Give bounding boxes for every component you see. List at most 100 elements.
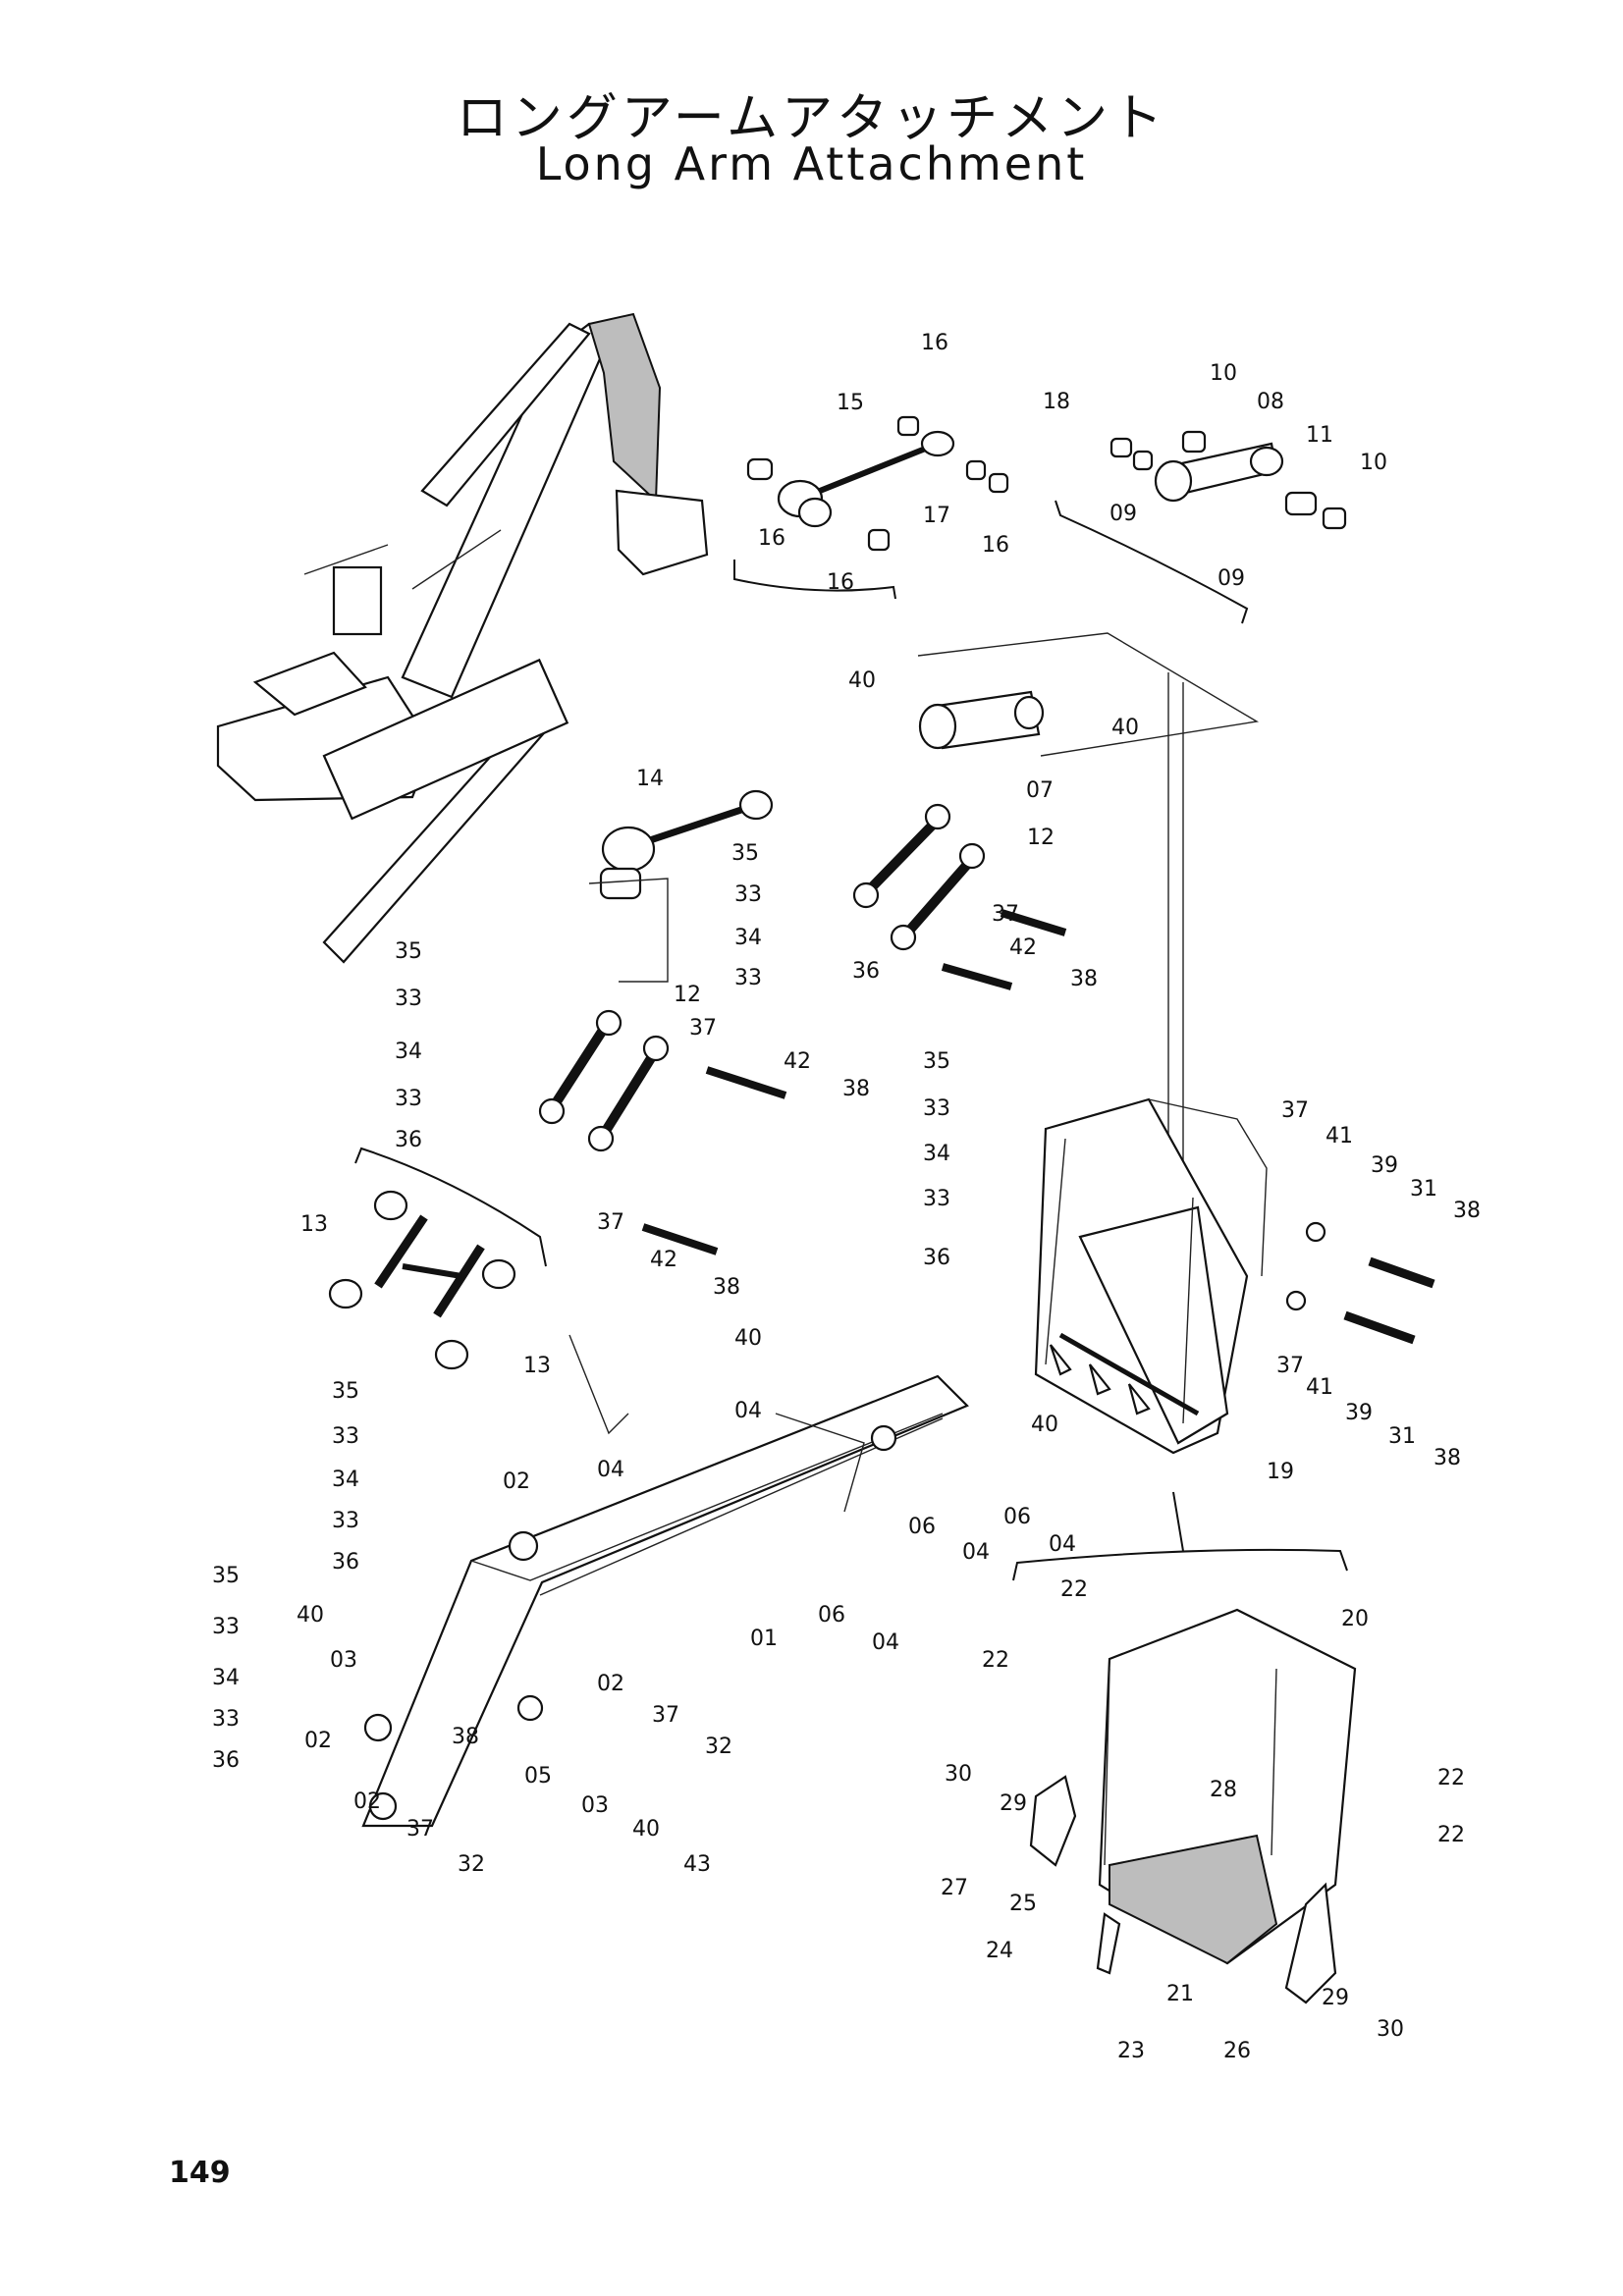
part-label-40: 40 xyxy=(1111,716,1139,740)
part-label-33: 33 xyxy=(395,1087,422,1111)
part-label-02: 02 xyxy=(597,1672,624,1696)
part-label-02: 02 xyxy=(304,1729,332,1753)
part-label-03: 03 xyxy=(330,1648,357,1673)
part-label-33: 33 xyxy=(734,882,762,907)
part-label-08: 08 xyxy=(1257,390,1284,414)
part-label-15: 15 xyxy=(837,391,864,415)
rod-14 xyxy=(599,789,774,900)
part-label-33: 33 xyxy=(212,1707,240,1732)
part-label-05: 05 xyxy=(524,1764,552,1789)
part-label-35: 35 xyxy=(395,939,422,964)
page-number: 149 xyxy=(169,2156,231,2190)
link-12-lower xyxy=(538,878,787,1255)
part-label-37: 37 xyxy=(1276,1354,1304,1378)
part-label-24: 24 xyxy=(986,1939,1013,1963)
part-label-35: 35 xyxy=(332,1379,359,1404)
part-label-31: 31 xyxy=(1410,1177,1437,1201)
part-label-33: 33 xyxy=(332,1424,359,1449)
part-label-36: 36 xyxy=(923,1246,950,1270)
bracket-08 xyxy=(1055,430,1347,624)
part-label-34: 34 xyxy=(734,926,762,950)
part-label-04: 04 xyxy=(962,1540,990,1565)
part-label-06: 06 xyxy=(908,1515,936,1539)
part-label-34: 34 xyxy=(332,1468,359,1492)
part-label-36: 36 xyxy=(212,1748,240,1773)
part-label-34: 34 xyxy=(395,1040,422,1064)
part-label-40: 40 xyxy=(632,1817,660,1842)
part-label-38: 38 xyxy=(1453,1199,1481,1223)
part-label-33: 33 xyxy=(332,1509,359,1533)
part-label-16: 16 xyxy=(827,570,854,595)
part-label-40: 40 xyxy=(297,1603,324,1628)
part-label-41: 41 xyxy=(1325,1124,1353,1148)
title-japanese: ロングアームアタッチメント xyxy=(456,89,1167,148)
part-label-04: 04 xyxy=(597,1458,624,1482)
part-label-33: 33 xyxy=(734,966,762,990)
bucket-19 xyxy=(1034,1097,1268,1455)
excavator-illustration xyxy=(216,312,709,964)
link-set-13 xyxy=(328,1147,547,1370)
part-label-41: 41 xyxy=(1306,1375,1333,1400)
part-label-12: 12 xyxy=(1027,826,1055,850)
part-label-34: 34 xyxy=(923,1142,950,1166)
part-label-36: 36 xyxy=(852,959,880,984)
part-label-40: 40 xyxy=(734,1326,762,1351)
part-label-42: 42 xyxy=(1009,935,1037,960)
part-label-42: 42 xyxy=(650,1248,677,1272)
part-label-04: 04 xyxy=(872,1630,899,1655)
part-label-31: 31 xyxy=(1388,1424,1416,1449)
part-label-30: 30 xyxy=(1377,2017,1404,2042)
part-label-02: 02 xyxy=(353,1789,381,1814)
part-label-10: 10 xyxy=(1210,361,1237,386)
part-label-03: 03 xyxy=(581,1793,609,1818)
part-label-02: 02 xyxy=(503,1469,530,1494)
part-label-35: 35 xyxy=(212,1564,240,1588)
part-label-40: 40 xyxy=(848,668,876,693)
part-label-34: 34 xyxy=(212,1666,240,1690)
part-label-13: 13 xyxy=(300,1212,328,1237)
part-label-35: 35 xyxy=(923,1049,950,1074)
pins-31 xyxy=(1285,1221,1435,1345)
part-label-20: 20 xyxy=(1341,1607,1369,1631)
part-label-09: 09 xyxy=(1217,566,1245,591)
side-cutters xyxy=(1029,1775,1337,2004)
part-label-33: 33 xyxy=(395,987,422,1011)
bracket-07 xyxy=(917,632,1260,1227)
part-label-19: 19 xyxy=(1267,1460,1294,1484)
part-label-06: 06 xyxy=(818,1603,845,1628)
part-label-22: 22 xyxy=(1437,1823,1465,1847)
part-label-38: 38 xyxy=(452,1725,479,1749)
part-label-36: 36 xyxy=(395,1128,422,1152)
part-label-33: 33 xyxy=(923,1187,950,1211)
part-label-18: 18 xyxy=(1043,390,1070,414)
part-label-33: 33 xyxy=(212,1615,240,1639)
link-12-upper xyxy=(852,803,1067,990)
part-label-14: 14 xyxy=(636,767,664,791)
part-label-33: 33 xyxy=(923,1096,950,1121)
part-label-04: 04 xyxy=(1049,1532,1076,1557)
part-label-25: 25 xyxy=(1009,1892,1037,1916)
part-label-35: 35 xyxy=(731,841,759,866)
part-label-01: 01 xyxy=(750,1627,778,1651)
part-label-21: 21 xyxy=(1166,1982,1194,2006)
part-label-36: 36 xyxy=(332,1550,359,1575)
part-label-38: 38 xyxy=(1070,967,1098,991)
part-label-42: 42 xyxy=(784,1049,811,1074)
part-label-32: 32 xyxy=(705,1735,732,1759)
part-label-11: 11 xyxy=(1306,423,1333,448)
part-label-29: 29 xyxy=(1322,1986,1349,2010)
part-label-16: 16 xyxy=(982,533,1009,558)
part-label-16: 16 xyxy=(758,526,785,551)
part-label-38: 38 xyxy=(1434,1446,1461,1470)
part-label-04: 04 xyxy=(734,1399,762,1423)
part-label-12: 12 xyxy=(674,983,701,1007)
part-label-07: 07 xyxy=(1026,778,1054,803)
link-rod-15 xyxy=(733,415,1009,600)
part-label-29: 29 xyxy=(1000,1791,1027,1816)
part-label-22: 22 xyxy=(1437,1766,1465,1790)
part-label-39: 39 xyxy=(1371,1153,1398,1178)
bucket-20 xyxy=(1012,1491,1357,1965)
part-label-09: 09 xyxy=(1109,502,1137,526)
part-label-32: 32 xyxy=(458,1852,485,1877)
